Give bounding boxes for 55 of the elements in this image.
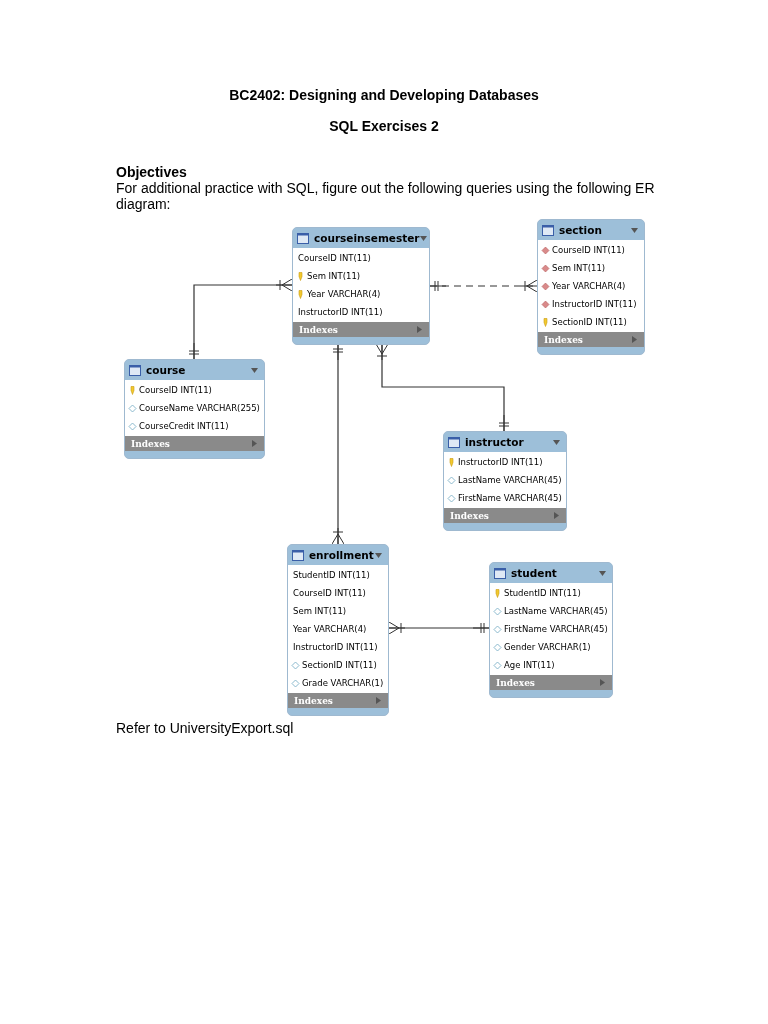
column-field: StudentID INT(11) bbox=[293, 570, 370, 580]
column-field: Sem INT(11) bbox=[307, 271, 361, 281]
column-field: InstructorID INT(11) bbox=[298, 307, 383, 317]
note-text: Refer to UniversityExport.sql bbox=[116, 720, 295, 736]
indexes-label: Indexes bbox=[294, 695, 333, 706]
entity-table bbox=[443, 431, 567, 531]
entity-table bbox=[287, 544, 389, 716]
column-field: Gender VARCHAR(1) bbox=[504, 642, 591, 652]
column-field: FirstName VARCHAR(45) bbox=[458, 493, 562, 503]
table-name: course bbox=[146, 364, 187, 376]
indexes-label: Indexes bbox=[496, 677, 535, 688]
column-field: Year VARCHAR(4) bbox=[552, 281, 626, 291]
section-heading: Objectives bbox=[116, 164, 187, 180]
column-field: StudentID INT(11) bbox=[504, 588, 581, 598]
column-field: Grade VARCHAR(1) bbox=[302, 678, 384, 688]
indexes-label: Indexes bbox=[131, 438, 170, 449]
column-field: CourseID INT(11) bbox=[293, 588, 366, 598]
column-field: InstructorID INT(11) bbox=[458, 457, 543, 467]
table-name: section bbox=[559, 224, 603, 236]
entity-table bbox=[124, 359, 265, 459]
column-field: FirstName VARCHAR(45) bbox=[504, 624, 608, 634]
table-name: enrollment bbox=[309, 549, 375, 561]
instruction-paragraph: For additional practice with SQL, figure out the following queries using the following ER diagram: bbox=[116, 180, 656, 212]
relationship-line bbox=[188, 278, 293, 360]
indexes-label: Indexes bbox=[544, 334, 583, 345]
column-field: Year VARCHAR(4) bbox=[307, 289, 381, 299]
entity-table bbox=[489, 562, 613, 698]
column-field: Sem INT(11) bbox=[552, 263, 606, 273]
document-title: BC2402: Designing and Developing Databases bbox=[228, 87, 540, 103]
document-subtitle: SQL Exercises 2 bbox=[328, 118, 440, 134]
table-name: courseinsemester bbox=[314, 232, 420, 244]
column-field: CourseID INT(11) bbox=[139, 385, 212, 395]
column-field: CourseID INT(11) bbox=[298, 253, 371, 263]
column-field: CourseName VARCHAR(255) bbox=[139, 403, 260, 413]
relationship-line bbox=[388, 621, 490, 635]
column-field: CourseCredit INT(11) bbox=[139, 421, 229, 431]
column-field: InstructorID INT(11) bbox=[293, 642, 378, 652]
indexes-label: Indexes bbox=[299, 324, 338, 335]
column-field: LastName VARCHAR(45) bbox=[458, 475, 562, 485]
column-field: SectionID INT(11) bbox=[302, 660, 377, 670]
relationship-line bbox=[331, 343, 345, 545]
column-field: SectionID INT(11) bbox=[552, 317, 627, 327]
relationship-line bbox=[429, 279, 538, 293]
table-name: instructor bbox=[465, 436, 525, 448]
column-field: Year VARCHAR(4) bbox=[293, 624, 367, 634]
entity-table bbox=[537, 219, 645, 355]
indexes-label: Indexes bbox=[450, 510, 489, 521]
entity-table bbox=[292, 227, 430, 345]
table-name: student bbox=[511, 567, 558, 579]
column-field: InstructorID INT(11) bbox=[552, 299, 637, 309]
column-field: LastName VARCHAR(45) bbox=[504, 606, 608, 616]
column-field: Sem INT(11) bbox=[293, 606, 347, 616]
relationship-line bbox=[375, 343, 510, 432]
column-field: Age INT(11) bbox=[504, 660, 555, 670]
column-field: CourseID INT(11) bbox=[552, 245, 625, 255]
